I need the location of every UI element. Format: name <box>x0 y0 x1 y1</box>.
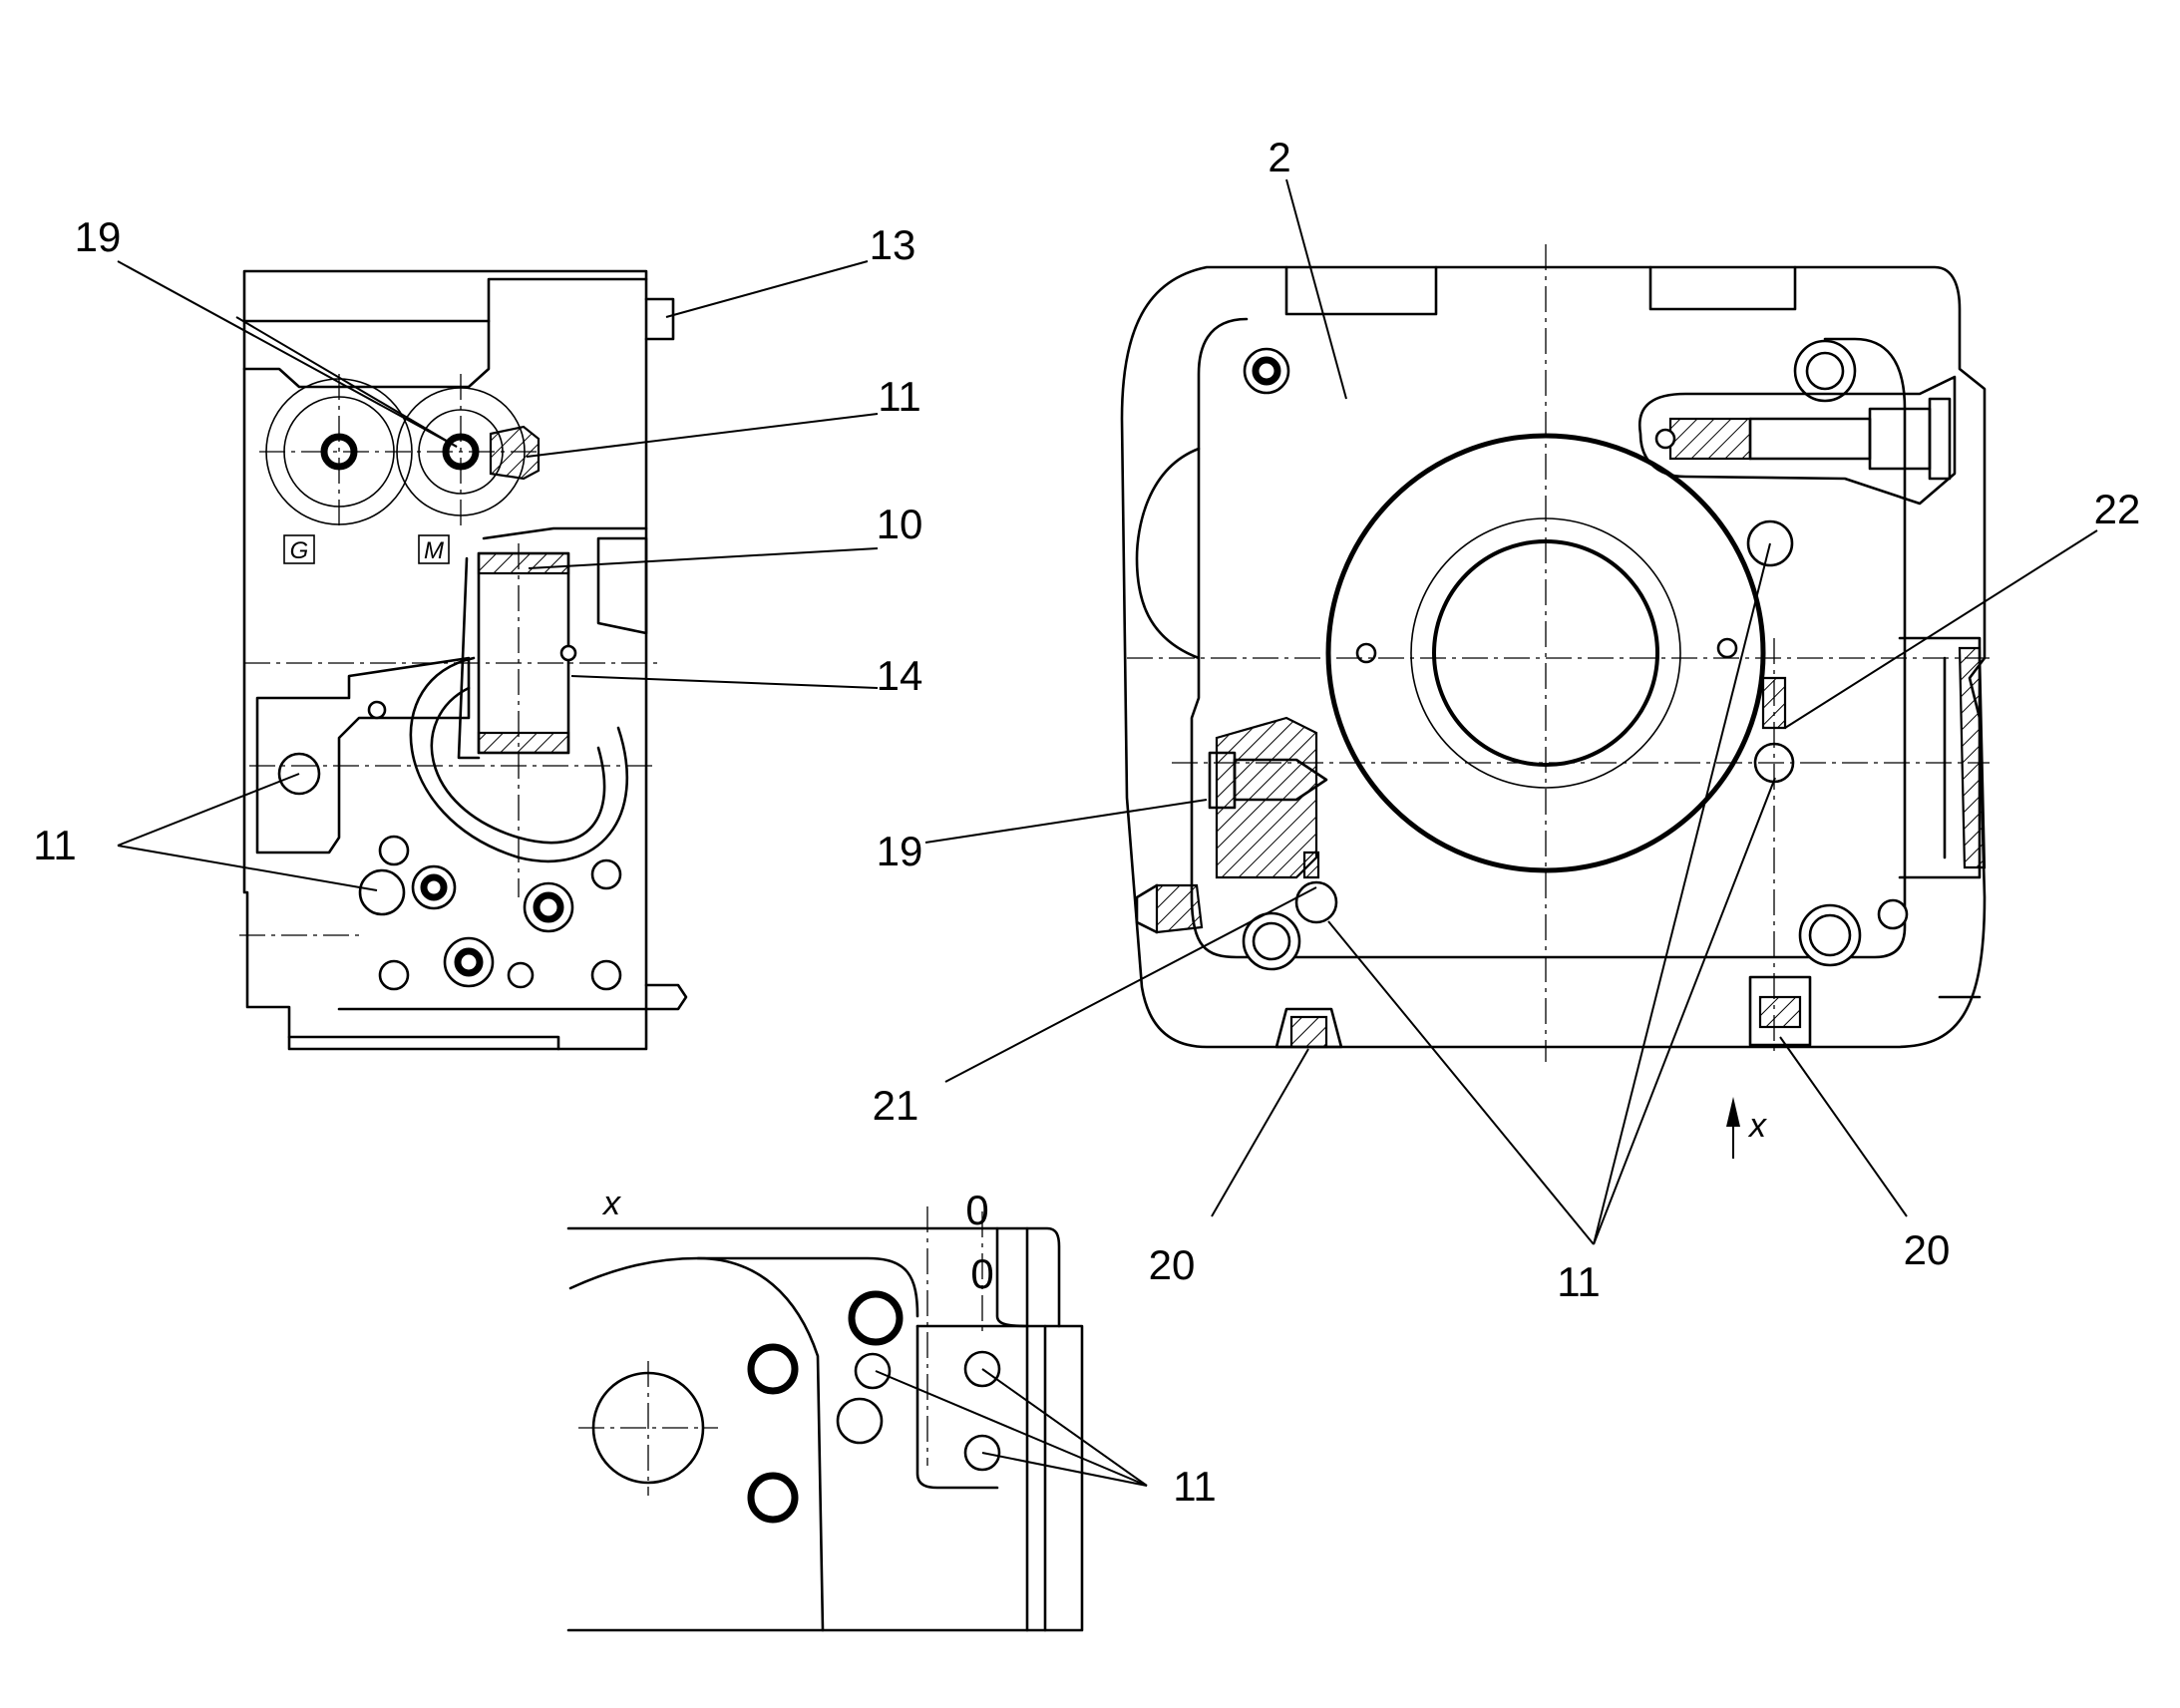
view-arrow-letter: x <box>1747 1107 1767 1145</box>
callout-14: 14 <box>877 652 923 699</box>
tag-m-box <box>418 534 450 564</box>
main-flange <box>1325 433 1794 873</box>
tag-m: M <box>424 537 444 564</box>
svg-text:0: 0 <box>965 1187 988 1233</box>
left-housing-view: G M <box>239 269 688 1051</box>
callout-21: 21 <box>873 1082 919 1129</box>
detail-view-letter: x <box>601 1185 621 1222</box>
tag-g: G <box>290 537 309 564</box>
callout-20-left: 20 <box>1149 1241 1196 1288</box>
callout-19-left: 19 <box>75 213 122 260</box>
right-housing-view <box>1120 244 1990 1062</box>
view-direction-arrow: x <box>1726 1097 1767 1159</box>
callout-20-right: 20 <box>1904 1226 1951 1273</box>
part-10-insert <box>477 551 570 755</box>
callout-2: 2 <box>1268 134 1290 180</box>
callout-11-top: 11 <box>878 373 921 420</box>
callout-11-left: 11 <box>33 822 77 868</box>
callout-13: 13 <box>870 221 916 268</box>
callout-22: 22 <box>2094 486 2141 532</box>
callout-19-right: 19 <box>877 828 923 874</box>
callout-10: 10 <box>877 501 923 547</box>
detail-view-x: x 0 0 <box>566 1185 1084 1632</box>
callout-11-detail: 11 <box>1173 1463 1217 1510</box>
tag-g-box <box>283 534 315 564</box>
callout-11-bottom-right: 11 <box>1557 1258 1601 1305</box>
leader-lines <box>117 178 2098 1487</box>
callout-labels: 19 13 11 10 14 11 2 22 19 21 20 11 20 11 <box>33 134 2140 1510</box>
